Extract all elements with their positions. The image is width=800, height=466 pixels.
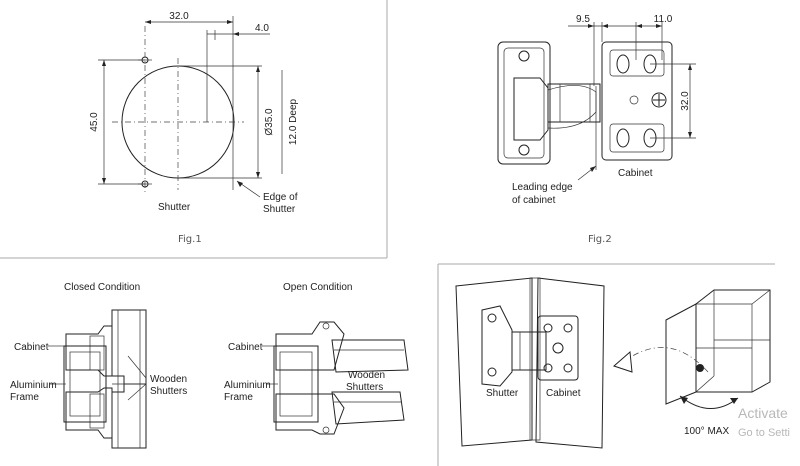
panel-dividers <box>0 0 775 466</box>
fig2-mounting-plate-diagram: 9.5 11.0 32.0 Cabinet Leading edge of ca… <box>497 14 696 245</box>
dim-11-label: 11.0 <box>654 14 673 25</box>
open-wooden-label-2: Shutters <box>346 382 383 393</box>
open-aluminium-frame <box>273 345 319 423</box>
adjust-screw-icon <box>651 92 667 108</box>
open-aluminium-label-2: Frame <box>224 392 253 403</box>
fig3-open-condition: Open Condition Cabinet Aluminium Frame W… <box>224 282 409 435</box>
shutter-panel <box>455 277 533 447</box>
cabinet-panel <box>535 277 605 449</box>
fig4-installed-hinge: Shutter Cabinet 100° MAX <box>455 277 771 449</box>
small-cabinet-door <box>665 303 697 405</box>
dim-depth-label: 12.0 Deep <box>288 98 299 145</box>
angle-arc <box>679 395 739 409</box>
fig4-shutter-label: Shutter <box>486 388 519 399</box>
watermark-line1: Activate <box>738 405 788 421</box>
fig1-edge-label-2: Shutter <box>263 204 296 215</box>
open-cabinet-label: Cabinet <box>228 342 263 353</box>
dim-45-label: 45.0 <box>89 112 100 132</box>
fig2-leading-edge-label-1: Leading edge <box>512 182 573 193</box>
watermark-line2: Go to Setti <box>738 427 790 439</box>
hinge-arm-plate <box>497 41 551 165</box>
fig1-edge-label-1: Edge of <box>263 192 298 203</box>
closed-aluminium-label-1: Aluminium <box>10 380 57 391</box>
fig2-leading-edge-label-2: of cabinet <box>512 195 556 206</box>
fig1-shutter-label: Shutter <box>158 202 191 213</box>
open-wooden-label-1: Wooden <box>348 370 385 381</box>
dim-32-vertical-label: 32.0 <box>680 91 691 111</box>
closed-condition-title: Closed Condition <box>64 282 140 293</box>
dim-9-5-label: 9.5 <box>576 14 590 25</box>
fig1-caption: Fig.1 <box>178 234 202 245</box>
closed-cabinet-label: Cabinet <box>14 342 49 353</box>
fig3-closed-condition: Closed Condition Cabinet Aluminium Frame… <box>10 282 187 449</box>
dim-4-label: 4.0 <box>255 23 269 34</box>
angle-label: 100° MAX <box>684 426 729 437</box>
fig2-caption: Fig.2 <box>588 234 612 245</box>
closed-wooden-label-2: Shutters <box>150 386 187 397</box>
fig4-mounting-plate <box>537 315 579 381</box>
fig2-cabinet-label: Cabinet <box>618 168 653 179</box>
fig4-cabinet-label: Cabinet <box>546 388 581 399</box>
open-condition-title: Open Condition <box>283 282 353 293</box>
dim-diameter-label: Ø35.0 <box>264 108 275 136</box>
closed-aluminium-label-2: Frame <box>10 392 39 403</box>
dim-32-label: 32.0 <box>169 11 189 22</box>
closed-wooden-label-1: Wooden <box>150 374 187 385</box>
hinge-arm <box>547 83 601 123</box>
small-cabinet <box>695 289 771 393</box>
fig1-drilling-diagram: 32.0 4.0 45.0 Ø35.0 12.0 Deep Shutter Ed… <box>89 11 299 245</box>
mounting-plate <box>601 41 673 161</box>
open-aluminium-label-1: Aluminium <box>224 380 271 391</box>
zoom-arrow <box>625 347 709 373</box>
